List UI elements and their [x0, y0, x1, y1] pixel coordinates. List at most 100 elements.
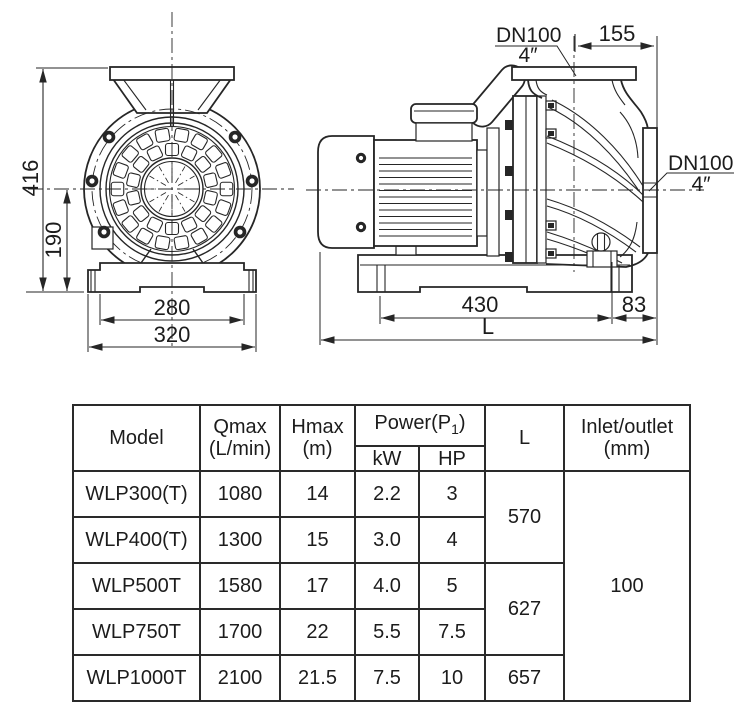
table-row: WLP750T 1700 22 5.5 7.5 [72, 608, 690, 656]
cell-qmax: 1300 [199, 516, 281, 564]
volute-face-bolt [545, 220, 557, 231]
motor-fins [379, 157, 472, 237]
header-qmax: Qmax(L/min) [199, 404, 281, 472]
rim-bolt [97, 225, 111, 239]
header-hp: HP [418, 445, 486, 472]
pump-bracket [512, 95, 538, 264]
header-model: Model [72, 404, 201, 472]
volute-neck-right [620, 79, 649, 132]
cell-hmax: 17 [279, 562, 356, 610]
outlet-leader [648, 172, 734, 192]
cell-model: WLP750T [72, 608, 201, 656]
header-kw: kW [354, 445, 420, 472]
volute-swirl-2 [546, 135, 645, 203]
base-front-ribs [90, 270, 254, 292]
terminal-box-body [415, 122, 473, 142]
motor-body [373, 139, 478, 247]
cell-hp: 3 [418, 470, 486, 518]
cell-l-group3: 657 [484, 654, 565, 702]
inlet-size: 4″ [518, 44, 538, 67]
outlet-bore-lines [643, 182, 657, 198]
rim-bolt [233, 225, 247, 239]
table-row: WLP400(T) 1300 15 3.0 4 [72, 516, 690, 564]
volute-bottom [545, 252, 649, 268]
volute-swirl-1 [547, 99, 644, 192]
table-row: WLP500T 1580 17 4.0 5 627 [72, 562, 690, 656]
terminal-box-cap [410, 103, 478, 124]
cell-kw: 7.5 [354, 654, 420, 702]
cell-l-group1: 570 [484, 470, 565, 564]
dim-430: 430 [462, 292, 499, 317]
header-hmax: Hmax(m) [279, 404, 356, 472]
dim-83: 83 [622, 292, 646, 317]
dim-155: 155 [599, 21, 636, 46]
table-row: WLP1000T 2100 21.5 7.5 10 657 [72, 654, 690, 702]
pedestal-flares [140, 248, 204, 264]
outlet-size: 4″ [691, 173, 711, 196]
cell-qmax: 1080 [199, 470, 281, 518]
volute-face-bolt [545, 248, 557, 259]
cell-kw: 3.0 [354, 516, 420, 564]
ext-lines-280 [99, 294, 245, 325]
cell-hmax: 21.5 [279, 654, 356, 702]
motor-foot [395, 245, 417, 256]
volute-swirl-3 [546, 198, 641, 253]
bracket-bolt [505, 210, 513, 220]
cell-hp: 5 [418, 562, 486, 610]
dim-320: 320 [154, 322, 191, 347]
cell-hp: 4 [418, 516, 486, 564]
cell-l-group2: 627 [484, 562, 565, 656]
cell-hmax: 14 [279, 470, 356, 518]
outlet-label: DN100 [668, 152, 733, 175]
header-inlet-outlet: Inlet/outlet(mm) [563, 404, 691, 472]
spec-table: Model Qmax(L/min) Hmax(m) Power(P1) L In… [72, 404, 691, 702]
cell-model: WLP300(T) [72, 470, 201, 518]
dim-416: 416 [18, 160, 43, 197]
header-power: Power(P1) [354, 404, 486, 447]
cell-kw: 2.2 [354, 470, 420, 518]
cell-kw: 5.5 [354, 608, 420, 656]
pump-side-view: DN100 4″ 155 DN100 4″ 430 83 L [306, 21, 734, 345]
volute-neck-left [527, 79, 543, 99]
rim-bolt [228, 130, 242, 144]
cell-qmax: 1580 [199, 562, 281, 610]
cell-hp: 7.5 [418, 608, 486, 656]
motor-cap-bolt [355, 152, 367, 164]
strainer-slots [110, 127, 234, 251]
drain-plug-slot [596, 233, 606, 251]
dim-280: 280 [154, 295, 191, 320]
inlet-neck-inner-lines [122, 78, 222, 111]
volute-face-bolt [545, 100, 557, 111]
volute-neck-right-inner [611, 79, 626, 106]
cell-hmax: 22 [279, 608, 356, 656]
header-l: L [484, 404, 565, 472]
dim-L: L [482, 314, 494, 339]
cell-hmax: 15 [279, 516, 356, 564]
bracket-bolt [505, 120, 513, 130]
volute-face-plate [536, 95, 547, 264]
motor-end-cap [317, 135, 375, 249]
ext-lines-320 [87, 294, 257, 352]
inlet-label: DN100 [496, 24, 561, 47]
rim-bolt [245, 174, 259, 188]
cell-hp: 10 [418, 654, 486, 702]
motor-adapter-plate [476, 149, 488, 237]
cell-model: WLP500T [72, 562, 201, 610]
table-row: WLP300(T) 1080 14 2.2 3 570 100 [72, 470, 691, 702]
cell-model: WLP1000T [72, 654, 201, 702]
bracket-bolt [505, 166, 513, 176]
cell-qmax: 2100 [199, 654, 281, 702]
drain-plug [591, 232, 611, 252]
base-side-ribs [376, 265, 620, 292]
motor-cap-bolt [355, 221, 367, 233]
cell-kw: 4.0 [354, 562, 420, 610]
cell-model: WLP400(T) [72, 516, 201, 564]
volute-inner-contour [619, 111, 639, 258]
inlet-leader [495, 45, 577, 77]
dim-190: 190 [41, 222, 66, 259]
drain-mount-lines [592, 251, 612, 267]
cell-qmax: 1700 [199, 608, 281, 656]
cell-inlet-outlet: 100 [563, 470, 691, 702]
volute-neck-left-inner [535, 79, 548, 96]
motor-adapter-plate2 [486, 127, 500, 257]
